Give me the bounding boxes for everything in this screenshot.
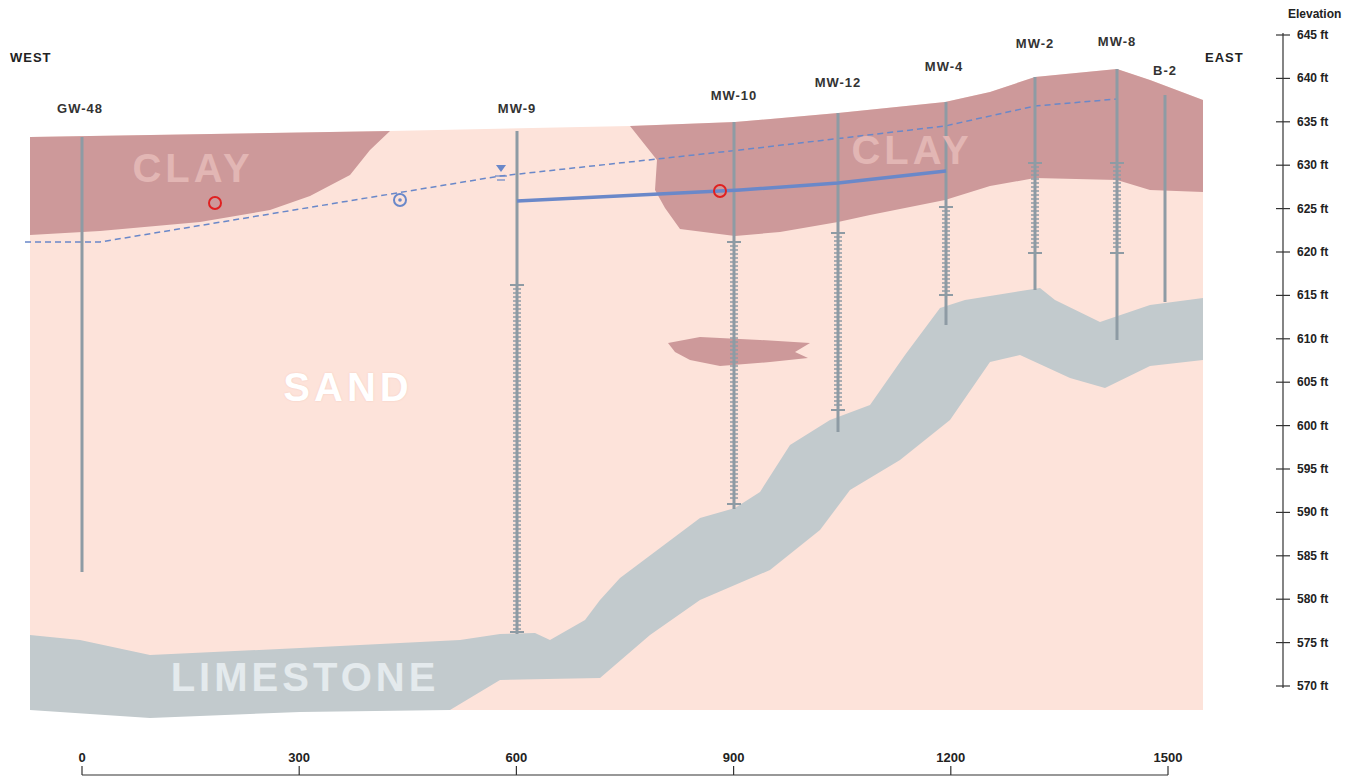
- axis-tick: [1276, 338, 1290, 339]
- well-casing: [831, 113, 845, 432]
- direction-label: EAST: [1205, 51, 1244, 64]
- axis-tick: [1276, 165, 1290, 166]
- sample-point: [209, 197, 221, 209]
- axis-tick: [1276, 685, 1290, 686]
- axis-tick: [516, 766, 517, 775]
- distance-tick-label: 300: [288, 751, 310, 764]
- elevation-tick-label: 590 ft: [1297, 506, 1328, 518]
- elevation-tick-label: 630 ft: [1297, 159, 1328, 171]
- distance-tick-label: 0: [78, 751, 85, 764]
- clay-lens: [668, 337, 810, 366]
- elevation-tick-label: 635 ft: [1297, 116, 1328, 128]
- distance-tick-label: 1500: [1154, 751, 1183, 764]
- layer-name: LIMESTONE: [171, 657, 440, 697]
- elevation-tick-label: 620 ft: [1297, 246, 1328, 258]
- elevation-tick-label: 570 ft: [1297, 680, 1328, 692]
- elevation-tick-label: 625 ft: [1297, 203, 1328, 215]
- water-level-symbol: [495, 165, 507, 180]
- well-name: MW-8: [1098, 35, 1136, 48]
- layer-name: CLAY: [851, 130, 972, 170]
- axis-tick: [1276, 599, 1290, 600]
- layer-name: SAND: [283, 367, 412, 407]
- well-casing: [1110, 69, 1124, 340]
- axis-tick: [1276, 121, 1290, 122]
- well-casing: [82, 137, 83, 572]
- axis-tick: [1276, 382, 1290, 383]
- axis-tick: [299, 766, 300, 775]
- axis-tick: [1167, 766, 1168, 775]
- axis-title: Elevation: [1288, 8, 1341, 20]
- elevation-tick-label: 610 ft: [1297, 333, 1328, 345]
- well-name: MW-2: [1016, 37, 1054, 50]
- water-table: [25, 99, 1117, 242]
- axis-tick: [1276, 295, 1290, 296]
- well-casing: [1165, 95, 1166, 302]
- perched-water-line: [517, 171, 946, 201]
- well-casing: [727, 122, 741, 509]
- axis-tick: [1276, 512, 1290, 513]
- elevation-tick-label: 585 ft: [1297, 550, 1328, 562]
- layer-name: CLAY: [132, 148, 253, 188]
- distance-tick-label: 1200: [936, 751, 965, 764]
- clay-layer: [30, 131, 390, 235]
- axis-tick: [1276, 468, 1290, 469]
- distance-tick-label: 600: [506, 751, 528, 764]
- axis-tick: [81, 766, 82, 775]
- elevation-tick-label: 640 ft: [1297, 72, 1328, 84]
- elevation-tick-label: 600 ft: [1297, 420, 1328, 432]
- sample-point: [394, 194, 406, 206]
- elevation-tick-label: 615 ft: [1297, 289, 1328, 301]
- well-casing: [510, 131, 524, 634]
- axis-tick: [1276, 642, 1290, 643]
- axis-tick: [1276, 555, 1290, 556]
- sample-point: [714, 185, 726, 197]
- limestone-layer: [30, 288, 1203, 718]
- well-casing: [1028, 77, 1042, 290]
- axis-tick: [1276, 34, 1290, 35]
- axis-tick: [1276, 251, 1290, 252]
- elevation-tick-label: 575 ft: [1297, 637, 1328, 649]
- axis-tick: [1276, 425, 1290, 426]
- axis-tick: [733, 766, 734, 775]
- well-name: MW-9: [498, 102, 536, 115]
- axis-tick: [1276, 78, 1290, 79]
- elevation-tick-label: 645 ft: [1297, 29, 1328, 41]
- well-name: MW-4: [925, 60, 963, 73]
- axes: [82, 33, 1290, 775]
- elevation-tick-label: 580 ft: [1297, 593, 1328, 605]
- well-name: MW-12: [815, 76, 862, 89]
- well-name: MW-10: [711, 89, 758, 102]
- well-name: B-2: [1153, 64, 1177, 77]
- axis-tick: [1276, 208, 1290, 209]
- elevation-tick-label: 605 ft: [1297, 376, 1328, 388]
- elevation-tick-label: 595 ft: [1297, 463, 1328, 475]
- axis-tick: [950, 766, 951, 775]
- distance-tick-label: 900: [723, 751, 745, 764]
- direction-label: WEST: [10, 51, 52, 64]
- well-name: GW-48: [57, 102, 103, 115]
